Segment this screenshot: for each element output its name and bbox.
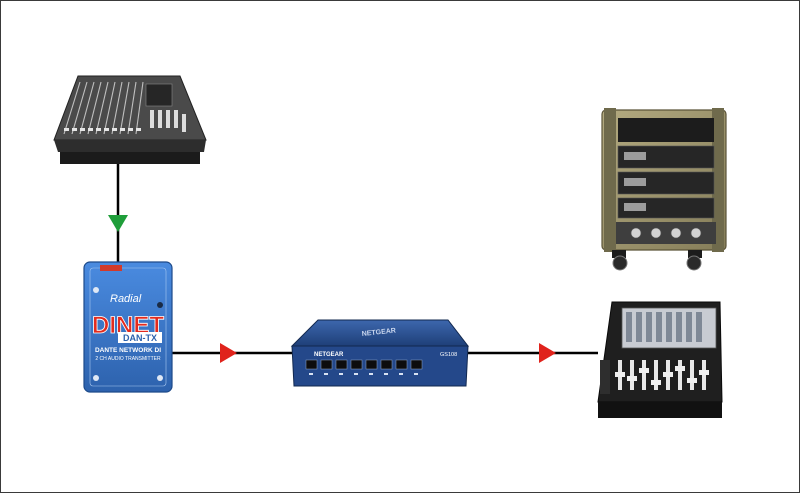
switch-model-label: GS108	[440, 352, 457, 358]
network-switch-icon: NETGEAR GS108 NETGEAR	[290, 319, 470, 387]
digital-console-icon	[597, 301, 723, 418]
red-arrow-right-2	[539, 343, 556, 363]
connections	[108, 162, 598, 363]
di-line2-label: 2 CH AUDIO TRANSMITTER	[95, 356, 161, 362]
switch-brand-label: NETGEAR	[314, 352, 344, 358]
di-line1-label: DANTE NETWORK DI	[95, 347, 161, 354]
green-arrow-down	[108, 215, 128, 232]
di-brand-label: Radial	[110, 293, 142, 305]
analog-mixer-icon	[53, 75, 207, 164]
dante-transmitter-icon: Radial DINET DAN-TX DANTE NETWORK DI 2 C…	[83, 261, 173, 393]
di-submodel-label: DAN-TX	[123, 333, 157, 343]
amplifier-rack-icon	[601, 108, 727, 271]
red-arrow-right-1	[220, 343, 237, 363]
switch-top-brand-label: NETGEAR	[361, 327, 396, 338]
